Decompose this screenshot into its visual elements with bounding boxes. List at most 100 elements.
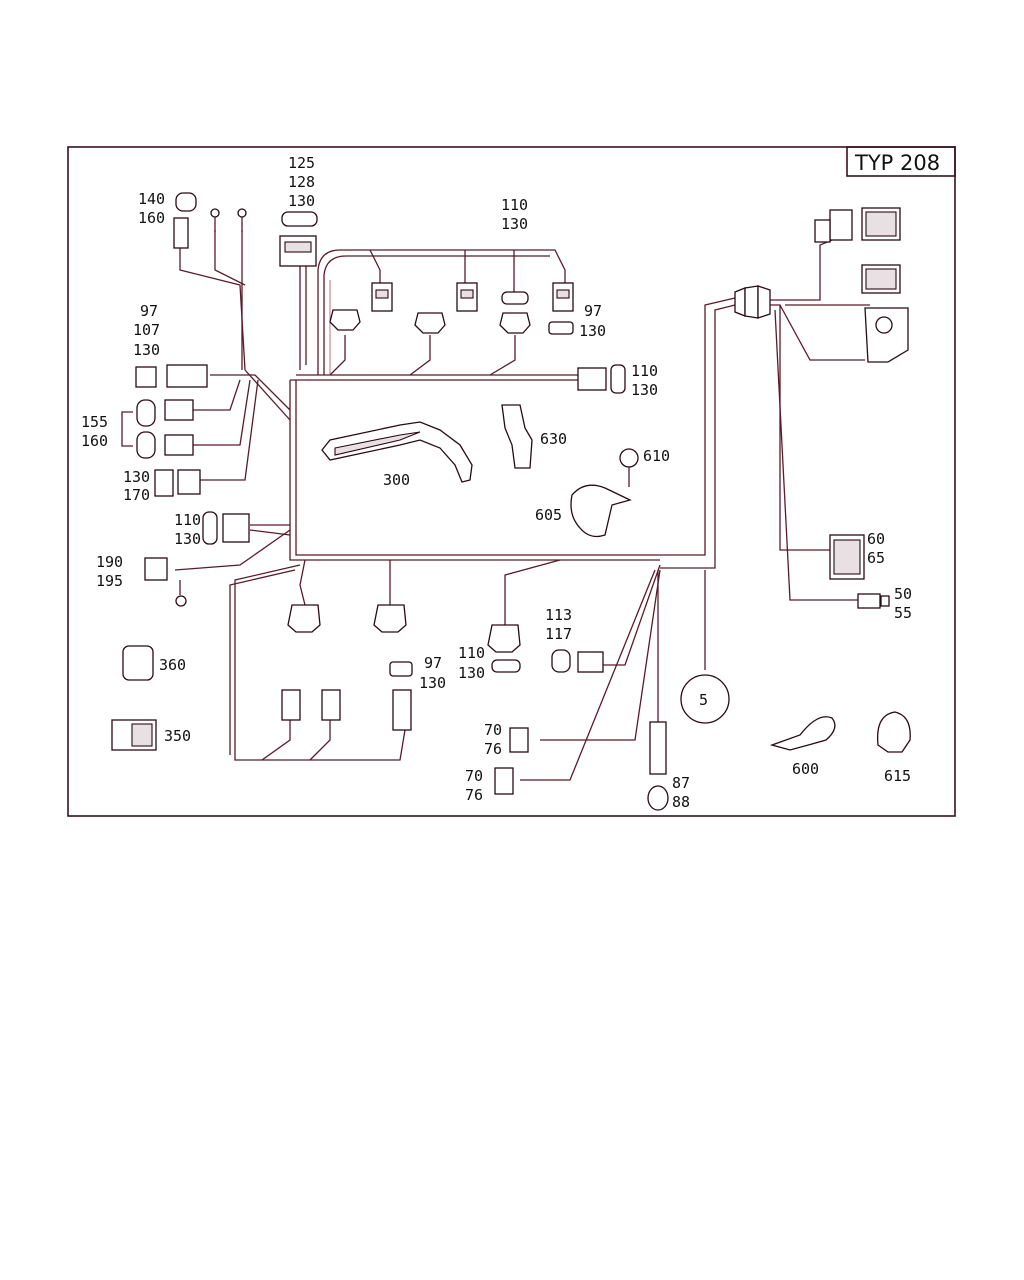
label-97: 97 (140, 302, 158, 320)
label-130: 130 (631, 381, 658, 399)
label-88: 88 (672, 793, 690, 811)
diagram-title: TYP 208 (854, 151, 940, 175)
label-97: 97 (424, 654, 442, 672)
label-605: 605 (535, 506, 562, 524)
seal-plug (548, 321, 574, 335)
connector-50 (857, 593, 890, 609)
connector (456, 282, 478, 312)
connector (392, 689, 412, 731)
label-60: 60 (867, 530, 885, 548)
label-107: 107 (133, 321, 160, 339)
label-50: 50 (894, 585, 912, 603)
cap-360 (122, 645, 154, 681)
connector (144, 557, 187, 607)
multi-pin-connector (861, 264, 901, 294)
label-155: 155 (81, 413, 108, 431)
connector (371, 282, 393, 312)
label-630: 630 (540, 430, 567, 448)
ring-terminal (237, 208, 247, 232)
round-connector (173, 192, 197, 249)
multi-pin-connector (861, 207, 901, 241)
label-130: 130 (133, 341, 160, 359)
connector (136, 399, 194, 427)
label-113: 113 (545, 606, 572, 624)
seal-plug (389, 661, 413, 677)
harness-wires (174, 230, 870, 781)
label-130: 130 (288, 192, 315, 210)
label-130: 130 (579, 322, 606, 340)
label-160: 160 (138, 209, 165, 227)
label-130: 130 (501, 215, 528, 233)
label-76: 76 (484, 740, 502, 758)
label-125: 125 (288, 154, 315, 172)
title-box (846, 146, 956, 177)
connector (414, 312, 446, 334)
label-360: 360 (159, 656, 186, 674)
label-5: 5 (699, 691, 708, 709)
cable-tie-600 (769, 716, 836, 751)
screw-610 (619, 448, 639, 487)
label-70: 70 (465, 767, 483, 785)
grommet (734, 285, 771, 319)
circle-callout-5 (680, 674, 730, 724)
part-labels: 140 160 125 128 130 110 130 97 130 97 10… (81, 154, 912, 811)
connector (321, 689, 341, 721)
label-130: 130 (123, 468, 150, 486)
connector (287, 604, 321, 633)
connector (154, 469, 201, 497)
sensor-87 (647, 721, 669, 811)
connector (814, 209, 853, 243)
label-300: 300 (383, 471, 410, 489)
label-195: 195 (96, 572, 123, 590)
label-110: 110 (458, 644, 485, 662)
label-350: 350 (164, 727, 191, 745)
label-600: 600 (792, 760, 819, 778)
label-bracket (121, 411, 133, 447)
connector (329, 309, 361, 331)
label-110: 110 (174, 511, 201, 529)
cap-350 (111, 719, 157, 751)
label-140: 140 (138, 190, 165, 208)
connector-70b (494, 767, 514, 795)
connector-113 (551, 649, 604, 673)
label-76: 76 (465, 786, 483, 804)
harness-rail-300 (321, 421, 473, 483)
connector (577, 364, 626, 394)
label-130: 130 (458, 664, 485, 682)
label-87: 87 (672, 774, 690, 792)
label-190: 190 (96, 553, 123, 571)
clamp-605 (570, 484, 632, 538)
connector-block-60 (829, 534, 865, 580)
connector (552, 282, 574, 312)
bracket-630 (501, 404, 533, 469)
clip-615 (876, 711, 911, 753)
label-110: 110 (631, 362, 658, 380)
connector (136, 431, 194, 459)
connector (202, 511, 250, 545)
label-160: 160 (81, 432, 108, 450)
label-110: 110 (501, 196, 528, 214)
label-65: 65 (867, 549, 885, 567)
bracket (864, 307, 909, 363)
connector (499, 312, 531, 334)
label-117: 117 (545, 625, 572, 643)
label-615: 615 (884, 767, 911, 785)
connector (487, 624, 521, 653)
label-130: 130 (174, 530, 201, 548)
multi-pin-connector (279, 211, 318, 267)
label-128: 128 (288, 173, 315, 191)
label-97: 97 (584, 302, 602, 320)
label-55: 55 (894, 604, 912, 622)
connector (281, 689, 301, 721)
connector (135, 364, 208, 388)
connector-70 (509, 727, 529, 753)
diagram-frame (67, 146, 956, 817)
seal-plug (491, 659, 521, 673)
ring-terminal (210, 208, 220, 232)
label-70: 70 (484, 721, 502, 739)
seal-plug (501, 291, 529, 305)
label-610: 610 (643, 447, 670, 465)
connector (373, 604, 407, 633)
label-130: 130 (419, 674, 446, 692)
